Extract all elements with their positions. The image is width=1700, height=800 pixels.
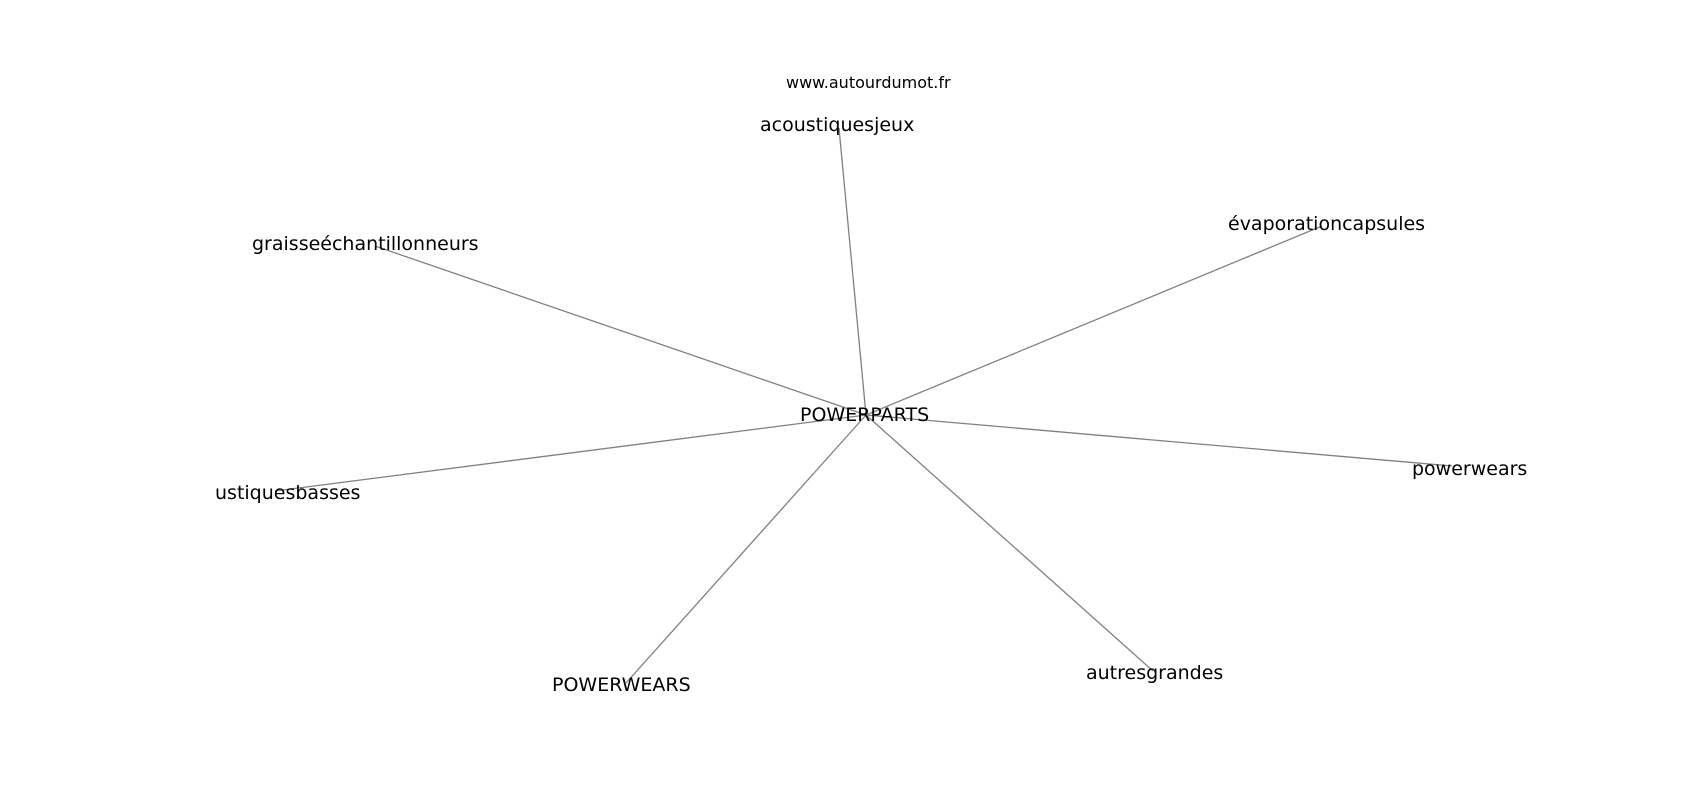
node-label-graisseechantillonneurs[interactable]: graisseéchantillonneurs bbox=[252, 233, 479, 255]
node-label-evaporationcapsules[interactable]: évaporationcapsules bbox=[1228, 213, 1425, 235]
edge-POWERWEARS bbox=[625, 414, 867, 684]
edges-group bbox=[274, 127, 1453, 684]
center-node-label[interactable]: POWERPARTS bbox=[800, 404, 929, 426]
edge-acoustiquesjeux bbox=[838, 127, 867, 416]
edge-graisseechantillonneurs bbox=[374, 245, 867, 416]
edge-powerwears bbox=[865, 414, 1453, 467]
labels-group: www.autourdumot.fr POWERPARTS acoustique… bbox=[215, 73, 1527, 696]
edge-evaporationcapsules bbox=[865, 225, 1323, 416]
edge-autresgrandes bbox=[865, 414, 1154, 672]
node-label-powerwears[interactable]: powerwears bbox=[1412, 458, 1527, 480]
node-label-ustiquesbasses[interactable]: ustiquesbasses bbox=[215, 482, 360, 504]
node-label-autresgrandes[interactable]: autresgrandes bbox=[1086, 662, 1223, 684]
node-label-acoustiquesjeux[interactable]: acoustiquesjeux bbox=[760, 114, 914, 136]
watermark-text: www.autourdumot.fr bbox=[786, 73, 951, 92]
edge-ustiquesbasses bbox=[274, 414, 867, 492]
node-label-POWERWEARS[interactable]: POWERWEARS bbox=[552, 674, 691, 696]
